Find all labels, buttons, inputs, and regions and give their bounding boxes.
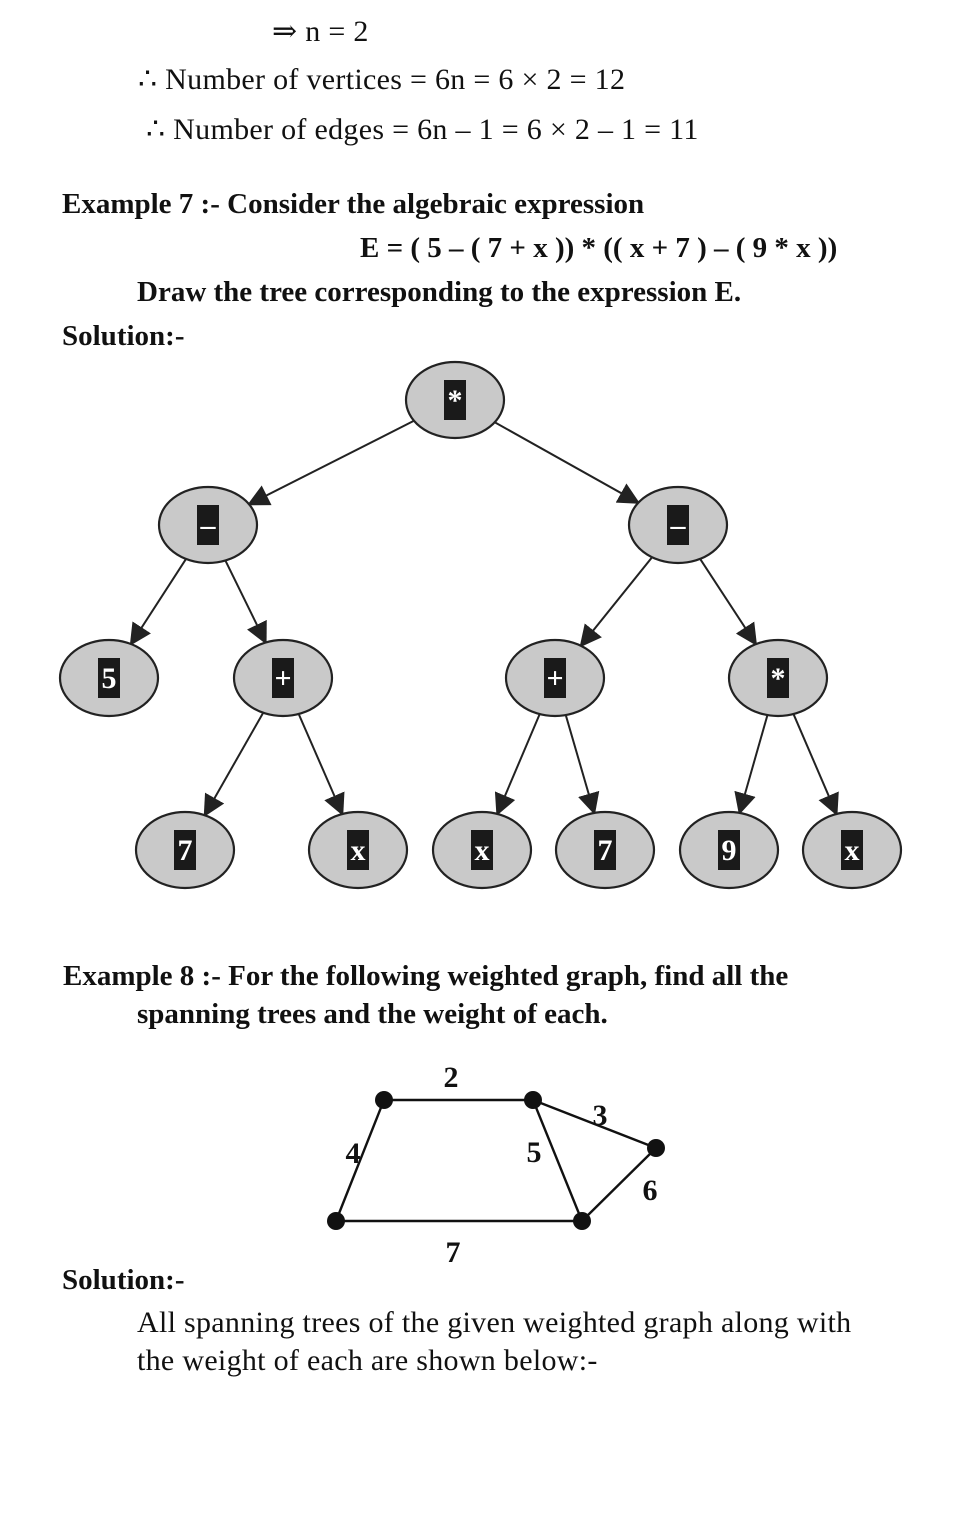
tree-node-n12: 9 [678,810,780,890]
tree-node-label: x [845,834,860,867]
tree-edge-n3-n7 [699,558,758,646]
graph-edge-weight: 2 [444,1061,459,1094]
tree-node-label: – [670,509,687,542]
tree-node-label: x [351,834,366,867]
tree-node-label-box [197,505,219,545]
tree-node-n11: 7 [554,810,656,890]
tree-node-n7: * [727,638,829,718]
tree-node-label: – [200,509,217,542]
example8-heading-line1: Example 8 :- For the following weighted … [63,960,789,992]
graph-vertex [647,1139,665,1157]
tree-node-label: 7 [598,834,613,867]
example8-solution-line2: the weight of each are shown below:- [137,1344,598,1377]
tree-node-n8: 7 [134,810,236,890]
example7-heading: Example 7 :- Consider the algebraic expr… [62,188,645,220]
tree-node-n1: * [404,360,506,440]
graph-vertex [375,1091,393,1109]
example8-solution-line1: All spanning trees of the given weighted… [137,1306,852,1339]
graph-edge-weight: 5 [527,1136,542,1169]
tree-node-label: 7 [178,834,193,867]
tree-node-label: * [448,384,463,417]
tree-node-n5: + [232,638,334,718]
tree-node-label-box [718,830,740,870]
graph-edge-weight: 4 [346,1137,361,1170]
tree-node-label: + [546,662,563,695]
tree-node-label-box [174,830,196,870]
graph-edge-weight: 6 [643,1174,658,1207]
tree-node-label-box [98,658,120,698]
tree-node-n3: – [627,485,729,565]
tree-node-label-box [272,658,294,698]
tree-edge-n7-n12 [734,714,769,816]
tree-node-n6: + [504,638,606,718]
tree-node-label-box [667,505,689,545]
tree-node-n13: x [801,810,903,890]
tree-node-label-box [471,830,493,870]
tree-edge-n1-n2 [247,419,415,506]
tree-node-label: 5 [102,662,117,695]
example8-heading-line2: spanning trees and the weight of each. [137,998,608,1030]
tree-node-label-box [544,658,566,698]
tree-edge-n3-n6 [579,556,653,648]
tree-node-label-box [444,380,466,420]
tree-edge-n7-n13 [792,713,839,816]
tree-node-n10: x [431,810,533,890]
vertices-count-line: ∴ Number of vertices = 6n = 6 × 2 = 12 [138,63,626,96]
graph-edge-C-E [581,1147,657,1222]
tree-node-label: x [475,834,490,867]
tree-node-label-box [594,830,616,870]
example7-solution-label: Solution:- [62,320,185,352]
tree-edge-n5-n9 [297,713,345,817]
tree-node-label: + [274,662,291,695]
example8-solution-label: Solution:- [62,1264,185,1296]
tree-edge-n1-n3 [494,421,641,504]
graph-edge-weight: 7 [446,1236,461,1265]
tree-node-label: 9 [722,834,737,867]
tree-node-label: * [771,662,786,695]
tree-edge-n5-n8 [203,712,265,818]
graph-vertex [327,1212,345,1230]
weighted-graph: 2 3 4 5 6 7 [327,1061,665,1265]
tree-node-n9: x [307,810,409,890]
tree-node-n2: – [157,485,259,565]
tree-node-label-box [841,830,863,870]
graph-edge-A-D [334,1099,386,1222]
tree-node-label-box [347,830,369,870]
tree-edge-n6-n11 [564,714,600,816]
edges-count-line: ∴ Number of edges = 6n – 1 = 6 × 2 – 1 =… [146,113,699,146]
tree-node-n4: 5 [58,638,160,718]
graph-edge-B-E [531,1099,584,1222]
graph-vertex [573,1212,591,1230]
tree-edge-n2-n4 [129,558,187,646]
expression-tree: * – – 5 + + * 7 x x 7 9 x [58,360,903,890]
tree-node-label-box [767,658,789,698]
tree-edge-n2-n5 [224,560,267,645]
graph-edge-weight: 3 [593,1099,608,1132]
implies-n-equals-2: ⇒ n = 2 [272,15,369,48]
graph-vertex [524,1091,542,1109]
example7-expression: E = ( 5 – ( 7 + x )) * (( x + 7 ) – ( 9 … [360,232,838,264]
tree-edge-n6-n10 [494,713,541,816]
graph-edge-B-C [532,1098,657,1150]
example7-instruction: Draw the tree corresponding to the expre… [137,276,742,308]
